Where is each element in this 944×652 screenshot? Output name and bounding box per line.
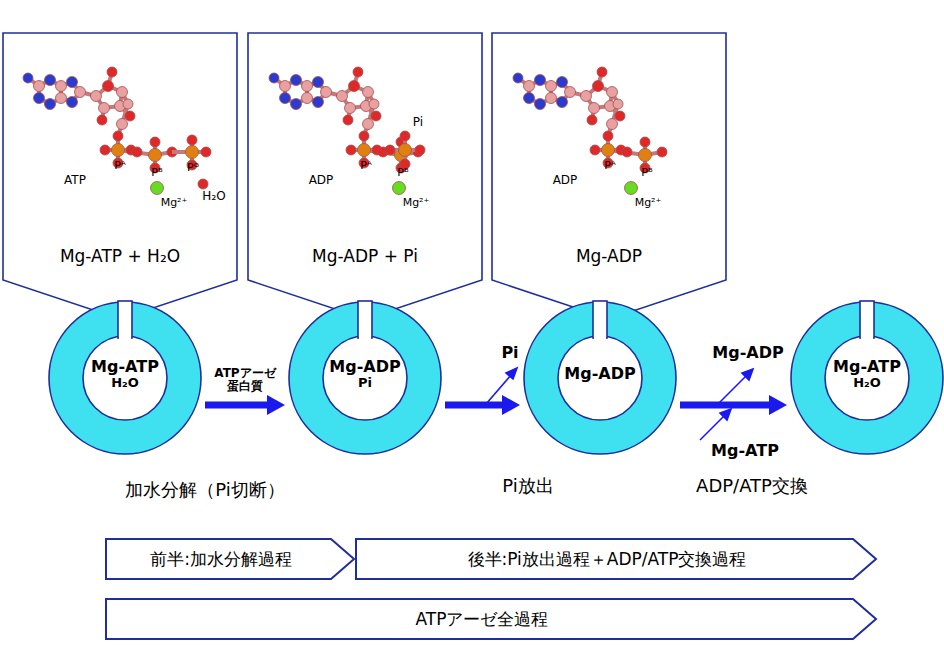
node-text-group: Mg-ATP + H₂O bbox=[2, 246, 238, 266]
bound-molecule: H₂O bbox=[111, 376, 139, 390]
ring-channel bbox=[358, 301, 372, 338]
process-arrow-box: 前半:加水分解過程 bbox=[105, 538, 355, 580]
node-text-group: Mg-ATPH₂O bbox=[47, 358, 203, 390]
atom-label: ADP bbox=[309, 174, 334, 187]
complex-name: Mg-ADP bbox=[564, 365, 635, 383]
ring-channel-join bbox=[119, 336, 131, 339]
pentagon-outline bbox=[3, 33, 237, 319]
ring-hole bbox=[323, 336, 407, 420]
node-text-group: Mg-ADPPi bbox=[287, 358, 443, 390]
process-arrow-box: ATPアーゼ全過程 bbox=[105, 598, 877, 640]
callout-pentagon: Mg-ATP + H₂O bbox=[2, 32, 238, 320]
node-outline bbox=[2, 32, 238, 320]
ring-channel bbox=[118, 301, 132, 338]
process-label: 前半:加水分解過程 bbox=[150, 548, 292, 571]
node-text-group: 後半:Pi放出過程＋ADP/ATP交換過程 bbox=[355, 548, 859, 571]
ring-hole bbox=[825, 336, 909, 420]
process-arrow-box: 後半:Pi放出過程＋ADP/ATP交換過程 bbox=[355, 538, 877, 580]
atom-label: Pᴮ bbox=[641, 167, 652, 179]
atom-label: Mg²⁺ bbox=[403, 197, 430, 209]
atom-label: Pᴬ bbox=[604, 160, 615, 172]
step-label: ADP/ATP交換 bbox=[696, 476, 808, 496]
node-text-group: Mg-ADP bbox=[491, 246, 727, 266]
node-text-group: Mg-ADP + Pi bbox=[247, 246, 483, 266]
ring-outer bbox=[289, 302, 441, 454]
ring-hole bbox=[558, 336, 642, 420]
complex-name: Mg-ADP bbox=[329, 358, 400, 376]
molecule-label: Mg-ATP bbox=[711, 442, 779, 460]
atom-label: Mg²⁺ bbox=[161, 197, 188, 209]
state-label: Mg-ADP bbox=[576, 246, 642, 266]
atom-label: H₂O bbox=[202, 190, 225, 203]
bound-molecule: H₂O bbox=[853, 376, 881, 390]
ring-channel-join bbox=[359, 336, 371, 339]
molecule-label: Pi bbox=[501, 344, 518, 362]
edge-label: ATPアーゼ 蛋白質 bbox=[208, 367, 282, 393]
arrow-head bbox=[267, 395, 285, 415]
atpase-ring: Mg-ATPH₂O bbox=[789, 300, 944, 456]
state-label: Mg-ATP + H₂O bbox=[60, 246, 180, 266]
step-label: Pi放出 bbox=[502, 476, 553, 496]
node-text-group: Mg-ADP bbox=[522, 365, 678, 383]
node-text-group: Mg-ATPH₂O bbox=[789, 358, 944, 390]
process-arrow bbox=[445, 395, 520, 415]
process-arrow bbox=[680, 395, 787, 415]
atom-label: Pᴮ bbox=[151, 167, 162, 179]
node-outline bbox=[247, 32, 483, 320]
callout-pentagon: Mg-ADP + Pi bbox=[247, 32, 483, 320]
arrow-shaft bbox=[445, 402, 506, 409]
atom-label: Pi bbox=[413, 116, 423, 129]
node-outline bbox=[491, 32, 727, 320]
chevron-outline bbox=[106, 599, 876, 639]
ring-outer bbox=[524, 302, 676, 454]
ring-outer bbox=[791, 302, 943, 454]
atpase-ring: Mg-ADPPi bbox=[287, 300, 443, 456]
atom-label: Pᴮ bbox=[397, 167, 408, 179]
process-label: 後半:Pi放出過程＋ADP/ATP交換過程 bbox=[468, 548, 747, 571]
atom-label: Mg²⁺ bbox=[635, 197, 662, 209]
pentagon-outline bbox=[248, 33, 482, 319]
atpase-ring: Mg-ADP bbox=[522, 300, 678, 456]
atom-label: ADP bbox=[553, 174, 578, 187]
ring-channel-join bbox=[861, 336, 873, 339]
complex-name: Mg-ATP bbox=[833, 358, 901, 376]
chevron-outline bbox=[356, 539, 876, 579]
node-text-group: ATPアーゼ全過程 bbox=[105, 608, 859, 631]
callout-pentagon: Mg-ADP bbox=[491, 32, 727, 320]
atom-label: Pᴬ bbox=[360, 160, 371, 172]
molecule-label: Mg-ADP bbox=[712, 344, 783, 362]
atpase-ring: Mg-ATPH₂O bbox=[47, 300, 203, 456]
atom-label: Pᴳ bbox=[187, 162, 199, 174]
complex-name: Mg-ATP bbox=[91, 358, 159, 376]
ring-hole bbox=[83, 336, 167, 420]
node-text-group: 前半:加水分解過程 bbox=[105, 548, 337, 571]
ring-outer bbox=[49, 302, 201, 454]
arrow-shaft bbox=[680, 402, 773, 409]
chevron-outline bbox=[106, 539, 354, 579]
atom-label: Pᴬ bbox=[114, 160, 125, 172]
bound-molecule: Pi bbox=[358, 376, 372, 390]
arrow-shaft bbox=[205, 402, 271, 409]
ring-channel-join bbox=[594, 336, 606, 339]
ring-channel bbox=[860, 301, 874, 338]
arrow-head bbox=[769, 395, 787, 415]
process-label: ATPアーゼ全過程 bbox=[416, 608, 549, 631]
arrow-head bbox=[502, 395, 520, 415]
atom-label: ATP bbox=[64, 174, 86, 187]
process-arrow bbox=[205, 395, 285, 415]
pentagon-outline bbox=[492, 33, 726, 319]
state-label: Mg-ADP + Pi bbox=[312, 246, 418, 266]
step-label: 加水分解（Pi切断） bbox=[125, 480, 284, 500]
ring-channel bbox=[593, 301, 607, 338]
